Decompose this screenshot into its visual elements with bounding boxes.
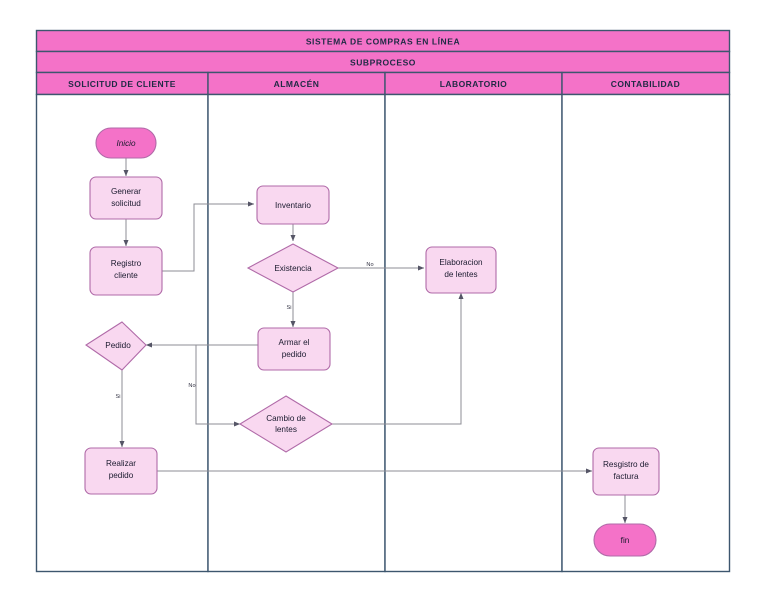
node-fin-shape[interactable] — [593, 523, 657, 557]
node-elaboracion-de-lentes-label-2: de lentes — [444, 270, 477, 279]
node-inventario[interactable]: Inventario — [256, 185, 330, 225]
node-generar-solicitud-shape[interactable] — [89, 176, 163, 220]
node-elaboracion-de-lentes[interactable]: Elaboracion de lentes — [425, 246, 497, 294]
band-subtitle-label: SUBPROCESO — [350, 58, 416, 68]
edge-pedido-no-cambio — [195, 345, 241, 427]
node-resgistro-de-factura-shape[interactable] — [592, 447, 660, 496]
lane-label-contabilidad: CONTABILIDAD — [611, 79, 680, 89]
lane-body-contabilidad — [561, 93, 731, 573]
node-armar-el-pedido-label-2: pedido — [282, 350, 307, 359]
node-resgistro-de-factura-label-1: Resgistro de — [603, 460, 649, 469]
node-resgistro-de-factura-label-2: factura — [613, 472, 638, 481]
edge-label-existencia-si: Si — [287, 305, 292, 311]
edge-registro-inventario — [159, 201, 255, 272]
lane-label-almacen: ALMACÉN — [274, 79, 320, 89]
node-existencia-label: Existencia — [274, 264, 312, 273]
node-inventario-shape[interactable] — [256, 185, 330, 225]
node-pedido-label: Pedido — [105, 341, 131, 350]
node-cambio-de-lentes-label-1: Cambio de — [266, 414, 306, 423]
node-registro-cliente-label-2: cliente — [114, 271, 138, 280]
node-armar-el-pedido[interactable]: Armar el pedido — [257, 327, 331, 371]
node-registro-cliente-label-1: Registro — [111, 259, 142, 268]
node-cambio-de-lentes-shape[interactable] — [238, 395, 334, 453]
node-elaboracion-de-lentes-label-1: Elaboracion — [439, 258, 483, 267]
node-resgistro-de-factura[interactable]: Resgistro de factura — [592, 447, 660, 496]
node-elaboracion-de-lentes-shape[interactable] — [425, 246, 497, 294]
node-pedido[interactable]: Pedido — [85, 321, 147, 371]
lane-label-laboratorio: LABORATORIO — [440, 79, 507, 89]
node-realizar-pedido-label-2: pedido — [109, 471, 134, 480]
node-existencia[interactable]: Existencia — [246, 243, 340, 293]
node-armar-el-pedido-label-1: Armar el — [279, 338, 310, 347]
node-cambio-de-lentes-label-2: lentes — [275, 425, 297, 434]
edge-cambio-elaboracion — [332, 292, 464, 425]
node-cambio-de-lentes[interactable]: Cambio de lentes — [238, 395, 334, 453]
node-inicio-label: Inicio — [116, 139, 136, 148]
node-existencia-shape[interactable] — [246, 243, 340, 293]
node-inicio[interactable]: Inicio — [95, 127, 157, 159]
node-generar-solicitud-label-2: solicitud — [111, 199, 141, 208]
edge-label-existencia-no: No — [366, 262, 373, 268]
node-pedido-shape[interactable] — [85, 321, 147, 371]
band-title-label: SISTEMA DE COMPRAS EN LÍNEA — [306, 37, 460, 47]
edge-label-pedido-si: Si — [116, 394, 121, 400]
node-inicio-shape[interactable] — [95, 127, 157, 159]
node-fin[interactable]: fin — [593, 523, 657, 557]
node-generar-solicitud-label-1: Generar — [111, 187, 141, 196]
lane-body-laboratorio — [384, 93, 563, 573]
node-armar-el-pedido-shape[interactable] — [257, 327, 331, 371]
node-fin-label: fin — [621, 536, 630, 545]
node-generar-solicitud[interactable]: Generar solicitud — [89, 176, 163, 220]
edge-label-pedido-no: No — [188, 383, 195, 389]
node-inventario-label: Inventario — [275, 201, 311, 210]
node-registro-cliente-shape[interactable] — [89, 246, 163, 296]
node-registro-cliente[interactable]: Registro cliente — [89, 246, 163, 296]
node-realizar-pedido[interactable]: Realizar pedido — [84, 447, 158, 495]
lane-label-solicitud-de-cliente: SOLICITUD DE CLIENTE — [68, 79, 176, 89]
node-realizar-pedido-shape[interactable] — [84, 447, 158, 495]
node-realizar-pedido-label-1: Realizar — [106, 459, 136, 468]
